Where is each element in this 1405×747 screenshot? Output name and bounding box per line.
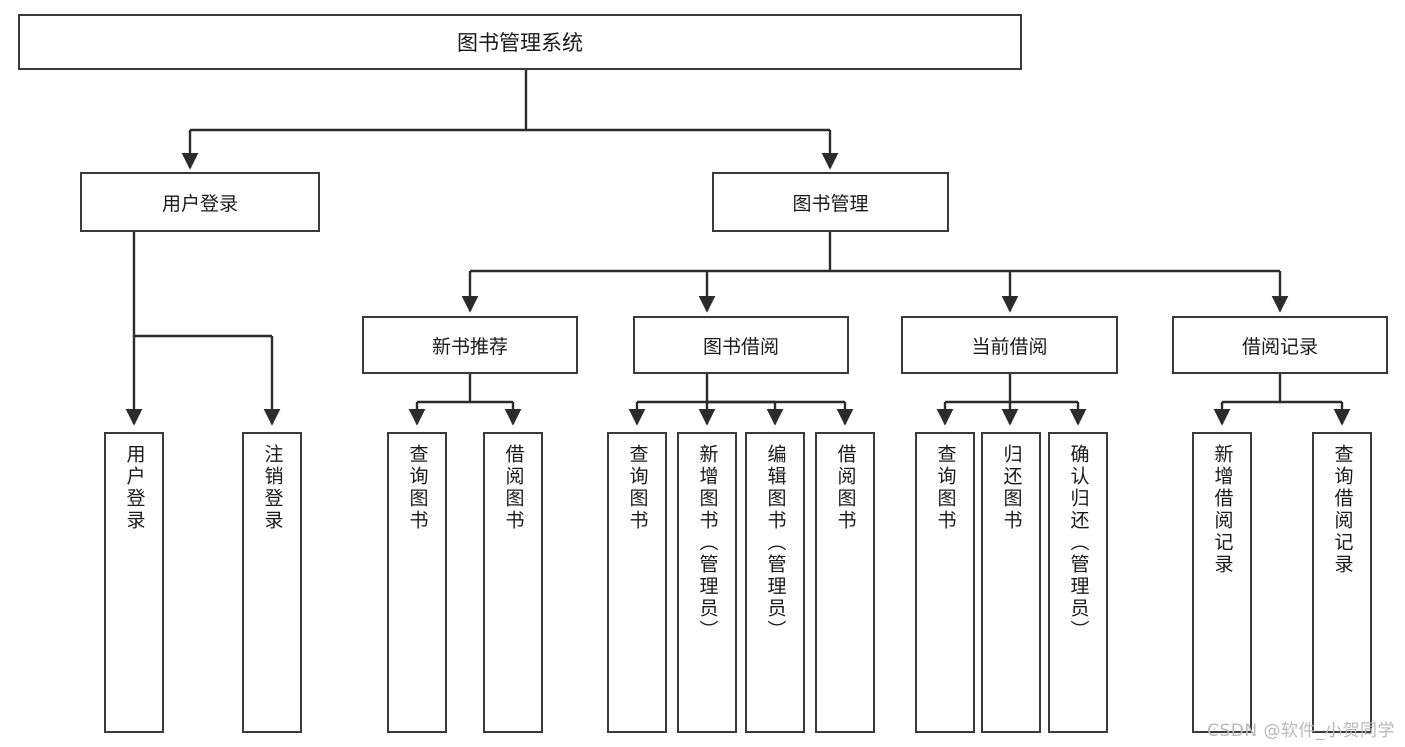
node-label: 查询借阅记录 xyxy=(1331,444,1354,576)
node-label: 归还图书 xyxy=(1000,444,1023,532)
node-leaf-add-borrow-record[interactable]: 新增借阅记录 xyxy=(1192,432,1252,733)
node-borrow-record[interactable]: 借阅记录 xyxy=(1172,316,1388,374)
node-leaf-user-logout[interactable]: 注销登录 xyxy=(242,432,302,733)
node-leaf-borrow-book-recommend[interactable]: 借阅图书 xyxy=(483,432,543,733)
node-leaf-query-book-borrow[interactable]: 查询图书 xyxy=(607,432,667,733)
node-leaf-query-book-recommend[interactable]: 查询图书 xyxy=(387,432,447,733)
node-label: 新书推荐 xyxy=(431,335,508,358)
node-leaf-confirm-return-admin[interactable]: 确认归还（管理员） xyxy=(1048,432,1108,733)
node-label: 用户登录 xyxy=(161,192,238,215)
node-new-book-recommend[interactable]: 新书推荐 xyxy=(362,316,578,374)
node-label: 查询图书 xyxy=(406,444,429,532)
node-user-login[interactable]: 用户登录 xyxy=(80,172,320,232)
node-label: 当前借阅 xyxy=(971,335,1048,358)
node-leaf-query-book-current[interactable]: 查询图书 xyxy=(915,432,975,733)
node-book-borrow[interactable]: 图书借阅 xyxy=(633,316,849,374)
node-label: 图书管理系统 xyxy=(457,31,583,55)
node-label: 查询图书 xyxy=(626,444,649,532)
node-leaf-user-login[interactable]: 用户登录 xyxy=(104,432,164,733)
node-label: 借阅记录 xyxy=(1241,335,1318,358)
node-label: 新增图书（管理员） xyxy=(696,444,719,642)
node-label: 查询图书 xyxy=(934,444,957,532)
watermark: CSDN @软件_小贺同学 xyxy=(1207,721,1395,741)
node-label: 编辑图书（管理员） xyxy=(764,444,787,642)
node-leaf-borrow-book[interactable]: 借阅图书 xyxy=(815,432,875,733)
node-label: 用户登录 xyxy=(123,444,146,532)
node-label: 注销登录 xyxy=(261,444,284,532)
node-leaf-edit-book-admin[interactable]: 编辑图书（管理员） xyxy=(745,432,805,733)
node-label: 新增借阅记录 xyxy=(1211,444,1234,576)
node-label: 图书管理 xyxy=(792,192,869,215)
node-label: 借阅图书 xyxy=(834,444,857,532)
node-book-management[interactable]: 图书管理 xyxy=(712,172,949,232)
node-label: 图书借阅 xyxy=(702,335,779,358)
node-root-system[interactable]: 图书管理系统 xyxy=(18,14,1022,70)
node-leaf-return-book[interactable]: 归还图书 xyxy=(981,432,1041,733)
node-current-borrow[interactable]: 当前借阅 xyxy=(901,316,1118,374)
node-leaf-add-book-admin[interactable]: 新增图书（管理员） xyxy=(677,432,737,733)
node-leaf-query-borrow-record[interactable]: 查询借阅记录 xyxy=(1312,432,1372,733)
node-label: 确认归还（管理员） xyxy=(1067,444,1090,642)
node-label: 借阅图书 xyxy=(502,444,525,532)
